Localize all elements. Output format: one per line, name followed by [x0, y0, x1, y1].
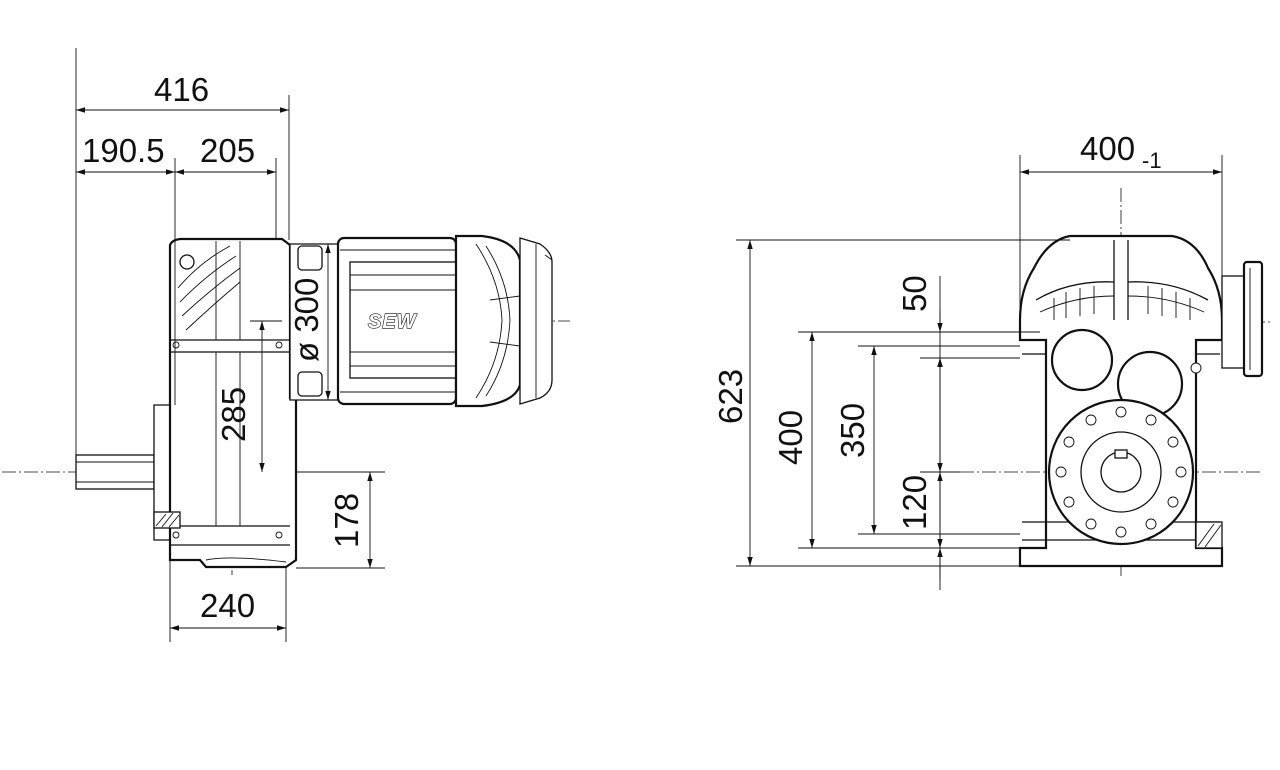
dim-housing-depth-text: 205	[200, 132, 255, 169]
front-input-flange	[1221, 260, 1264, 378]
dim-hole-spacing-outer-text: 400	[772, 410, 809, 465]
dimension-240: 240	[169, 560, 287, 642]
dim-foot-length-text: 240	[200, 587, 255, 624]
bolt-holes	[1055, 406, 1187, 538]
dim-shaft-to-motor-text: 285	[215, 387, 252, 442]
front-view: 400 -1 623 400 350	[712, 130, 1270, 590]
dimension-416: 416	[75, 48, 290, 455]
gear-circle-left	[1050, 328, 1114, 392]
output-flange	[1047, 398, 1195, 546]
dimension-diameter-300: ø 300	[288, 244, 331, 400]
dim-overall-length-text: 416	[154, 71, 209, 108]
small-hole-circle	[1190, 362, 1202, 374]
dimension-50-120: 50 120	[896, 275, 1020, 590]
hatched-section	[153, 511, 181, 529]
dim-motor-diameter-text: ø 300	[288, 278, 325, 362]
motor-body	[336, 234, 553, 408]
mounting-hole-circle	[172, 531, 180, 539]
dim-front-width-tolerance-text: -1	[1142, 148, 1162, 173]
dimension-front-width: 400 -1	[1019, 130, 1223, 320]
sew-logo: SEW	[368, 311, 418, 333]
dimension-190-205: 190.5 205	[76, 132, 277, 405]
dimension-285: 285	[215, 320, 282, 472]
side-view: SEW 416 190.5 205 ø 300 285	[2, 48, 570, 642]
dim-bottom-offset-text: 120	[896, 475, 933, 530]
front-hatched-section	[1195, 521, 1223, 549]
dim-shaft-height-text: 178	[328, 493, 365, 548]
output-shaft	[75, 454, 155, 490]
dim-top-offset-text: 50	[896, 275, 933, 312]
dim-front-width-text: 400	[1080, 130, 1135, 167]
mounting-hole-circle	[275, 531, 283, 539]
dim-total-height-text: 623	[712, 369, 749, 424]
breather-hole-circle	[179, 254, 195, 270]
mounting-hole-circle	[172, 341, 180, 349]
dimension-178: 178	[296, 471, 385, 569]
dimension-623: 623	[712, 239, 1070, 567]
dim-shaft-offset-text: 190.5	[82, 132, 165, 169]
mounting-hole-circle	[275, 341, 283, 349]
dim-hole-spacing-inner-text: 350	[834, 403, 871, 458]
